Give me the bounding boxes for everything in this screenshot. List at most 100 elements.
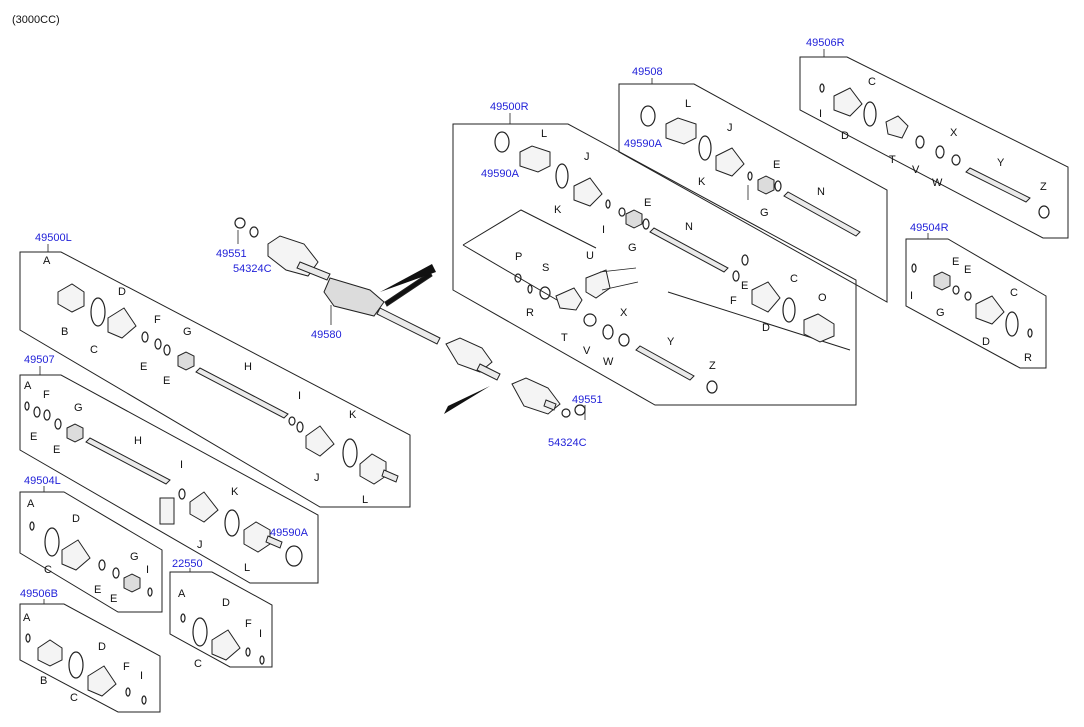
part-49590A-link-49507[interactable]: 49590A xyxy=(270,527,309,539)
grease-tube xyxy=(159,497,175,525)
callout-N: N xyxy=(685,221,693,233)
callout-Z: Z xyxy=(1040,181,1047,193)
callout-R: R xyxy=(526,307,534,319)
callout-H: H xyxy=(244,361,252,373)
callout-C: C xyxy=(1010,287,1018,299)
callout-C: C xyxy=(194,658,202,670)
callout-G: G xyxy=(628,242,637,254)
callout-A: A xyxy=(27,498,35,510)
callout-E: E xyxy=(964,264,971,276)
callout-Y: Y xyxy=(997,157,1005,169)
callout-W: W xyxy=(932,177,943,189)
callout-I: I xyxy=(298,390,301,402)
assembly-49504R-link[interactable]: 49504R xyxy=(910,222,949,234)
box-49506R xyxy=(799,56,1069,239)
part-54324C-link-left[interactable]: 54324C xyxy=(233,263,272,275)
callout-I: I xyxy=(259,628,262,640)
callout-D: D xyxy=(222,597,230,609)
assembly-49500L-link[interactable]: 49500L xyxy=(35,232,72,244)
part-49580-link[interactable]: 49580 xyxy=(311,329,342,341)
callout-U: U xyxy=(586,250,594,262)
part-54324C-link-right[interactable]: 54324C xyxy=(548,437,587,449)
callout-E: E xyxy=(952,256,959,268)
callout-R: R xyxy=(1024,352,1032,364)
group-49506B: 49506B xyxy=(19,588,161,713)
callout-L: L xyxy=(362,494,368,506)
callout-F: F xyxy=(245,618,252,630)
group-49506R: 49506R xyxy=(799,37,1069,239)
callout-I: I xyxy=(910,290,913,302)
group-49507: 49507 xyxy=(19,354,319,584)
part-49551-link-right[interactable]: 49551 xyxy=(572,394,603,406)
callout-T: T xyxy=(889,154,896,166)
callout-K: K xyxy=(554,204,562,216)
callout-I: I xyxy=(146,564,149,576)
callout-D: D xyxy=(118,286,126,298)
callout-E: E xyxy=(140,361,147,373)
callout-C: C xyxy=(70,692,78,704)
callout-E: E xyxy=(94,584,101,596)
callout-N: N xyxy=(817,186,825,198)
callout-E: E xyxy=(741,280,748,292)
callout-C: C xyxy=(44,564,52,576)
callout-X: X xyxy=(620,307,628,319)
assembly-49500R-link[interactable]: 49500R xyxy=(490,101,529,113)
part-49590A-link-49508[interactable]: 49590A xyxy=(624,138,663,150)
box-49507 xyxy=(19,374,319,584)
callout-O: O xyxy=(818,292,827,304)
callout-B: B xyxy=(61,326,68,338)
callout-I: I xyxy=(180,459,183,471)
part-49551-link-left[interactable]: 49551 xyxy=(216,248,247,260)
callout-K: K xyxy=(698,176,706,188)
callout-L: L xyxy=(244,562,250,574)
callout-A: A xyxy=(24,380,32,392)
callout-S: S xyxy=(542,262,549,274)
callout-Y: Y xyxy=(667,336,675,348)
callout-P: P xyxy=(515,251,522,263)
boot xyxy=(107,307,137,339)
box-49508 xyxy=(618,83,888,303)
part-49590A-link-49500R[interactable]: 49590A xyxy=(481,168,520,180)
assembly-22550-link[interactable]: 22550 xyxy=(172,558,203,570)
assembly-49507-link[interactable]: 49507 xyxy=(24,354,55,366)
callout-C: C xyxy=(790,273,798,285)
group-49504L: 49504L xyxy=(19,475,163,613)
assembly-49508-link[interactable]: 49508 xyxy=(632,66,663,78)
callout-D: D xyxy=(982,336,990,348)
callout-E: E xyxy=(163,375,170,387)
center-drive-shaft xyxy=(234,217,586,420)
callout-E: E xyxy=(53,444,60,456)
callout-T: T xyxy=(561,332,568,344)
callout-C: C xyxy=(868,76,876,88)
callout-G: G xyxy=(74,402,83,414)
callout-I: I xyxy=(819,108,822,120)
callout-X: X xyxy=(950,127,958,139)
callout-G: G xyxy=(183,326,192,338)
assembly-49506B-link[interactable]: 49506B xyxy=(20,588,58,600)
callout-C: C xyxy=(90,344,98,356)
box-49500L xyxy=(19,251,411,508)
callout-D: D xyxy=(762,322,770,334)
group-49500R: 49500R xyxy=(452,101,857,406)
box-22550 xyxy=(169,571,273,668)
callout-V: V xyxy=(583,345,591,357)
assembly-49504L-link[interactable]: 49504L xyxy=(24,475,61,487)
callout-G: G xyxy=(936,307,945,319)
engine-label: (3000CC) xyxy=(12,14,60,26)
callout-A: A xyxy=(178,588,186,600)
callout-E: E xyxy=(110,593,117,605)
box-49500R xyxy=(452,123,857,406)
callout-J: J xyxy=(584,151,590,163)
callout-D: D xyxy=(98,641,106,653)
outer-cv-joint xyxy=(57,283,85,313)
callout-I: I xyxy=(140,670,143,682)
callout-E: E xyxy=(30,431,37,443)
callout-A: A xyxy=(23,612,31,624)
callout-F: F xyxy=(123,661,130,673)
callout-G: G xyxy=(130,551,139,563)
callout-L: L xyxy=(685,98,691,110)
callout-H: H xyxy=(134,435,142,447)
assembly-49506R-link[interactable]: 49506R xyxy=(806,37,845,49)
callout-E: E xyxy=(773,159,780,171)
